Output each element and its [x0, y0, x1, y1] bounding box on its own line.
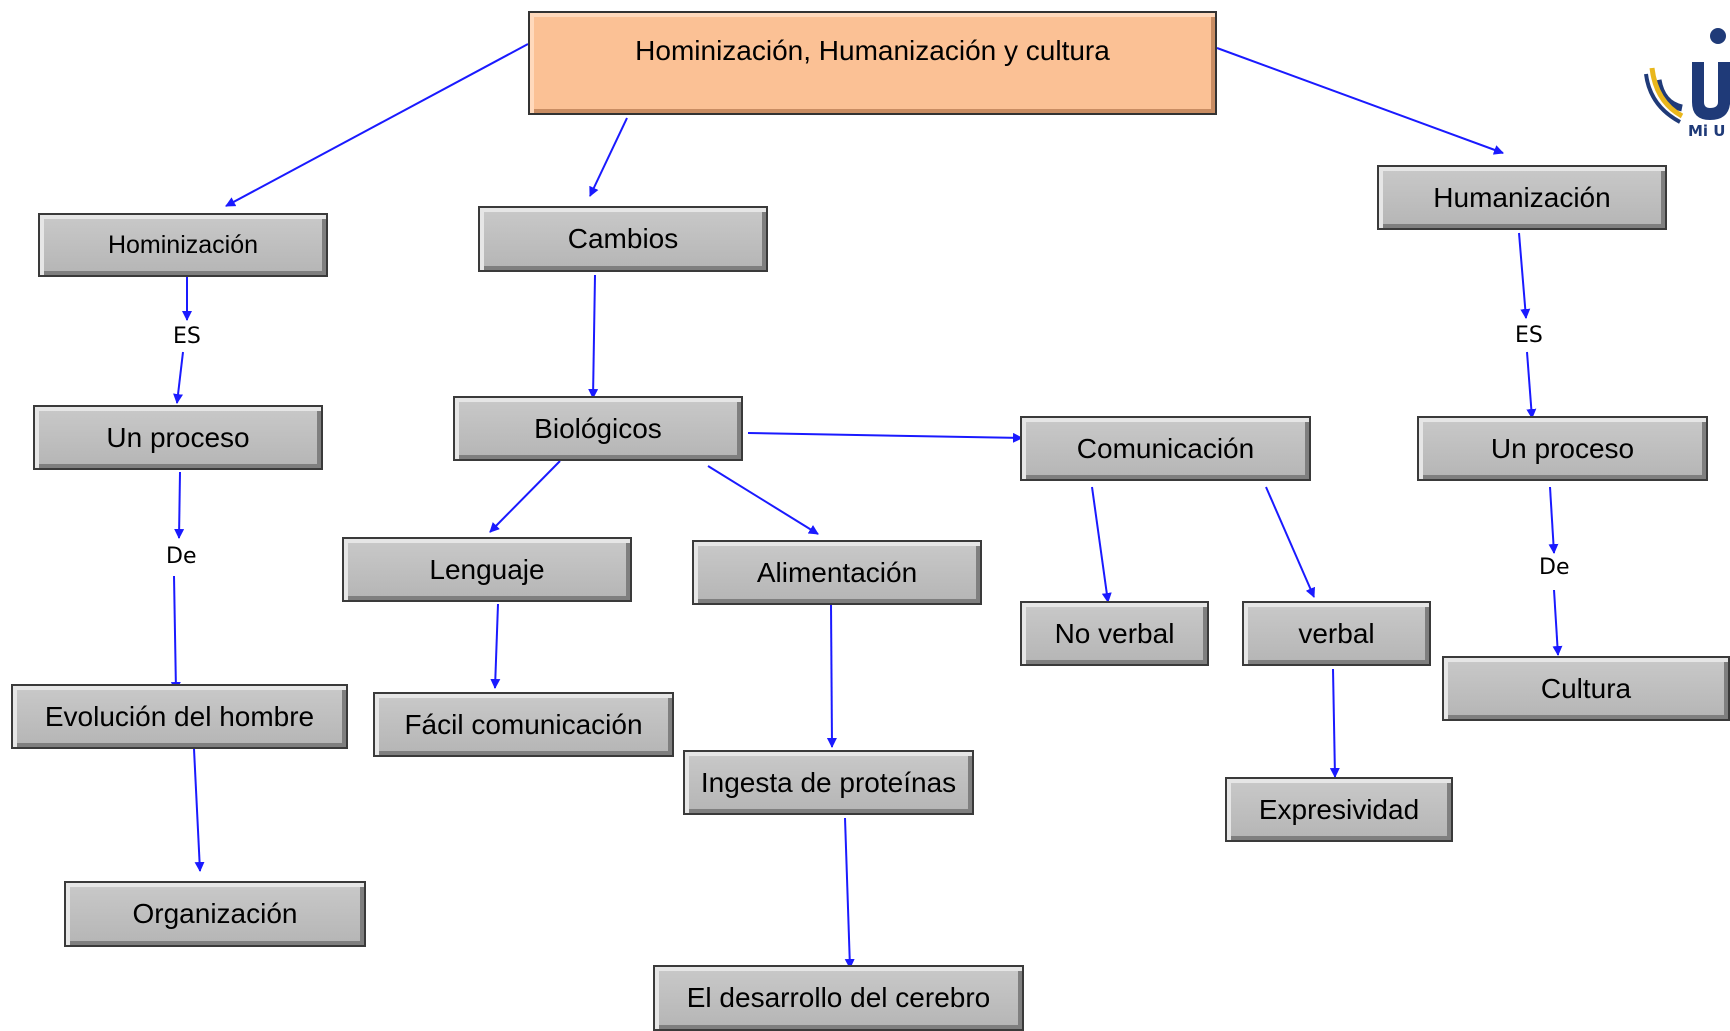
- connector-es-right: ES: [1513, 323, 1545, 348]
- arrow-biologicos-to-lenguaje: [489, 460, 561, 533]
- node-lenguaje-label: Lenguaje: [429, 553, 545, 585]
- arrow-lenguaje-to-facil: [490, 603, 501, 689]
- node-no-verbal-label: No verbal: [1054, 617, 1175, 649]
- node-biologicos: Biológicos: [453, 396, 743, 461]
- arrow-es-to-proceso-right: [1526, 351, 1537, 419]
- arrow-title-to-humanizacion: [1216, 47, 1504, 155]
- node-hominizacion-label: Hominización: [107, 230, 259, 259]
- arrow-comunicacion-to-verbal: [1265, 486, 1315, 598]
- node-cambios: Cambios: [478, 206, 768, 272]
- node-cerebro: El desarrollo del cerebro: [653, 965, 1024, 1031]
- node-ingesta: Ingesta de proteínas: [683, 750, 974, 815]
- node-no-verbal: No verbal: [1020, 601, 1209, 666]
- node-organizacion: Organización: [64, 881, 366, 947]
- node-expresividad: Expresividad: [1225, 777, 1453, 842]
- connector-es-left: ES: [171, 324, 203, 349]
- node-hominizacion: Hominización: [38, 213, 328, 277]
- node-expresividad-label: Expresividad: [1258, 793, 1420, 825]
- arrow-verbal-to-expresividad: [1329, 668, 1340, 778]
- arrow-proceso-right-to-de: [1548, 486, 1559, 554]
- logo-icon: [1644, 28, 1730, 124]
- node-lenguaje: Lenguaje: [342, 537, 632, 602]
- diagram-title-node: Hominización, Humanización y cultura: [528, 11, 1217, 115]
- connector-de-left: De: [164, 544, 199, 569]
- node-humanizacion-label: Humanización: [1433, 181, 1611, 213]
- node-un-proceso-right-label: Un proceso: [1490, 432, 1635, 464]
- arrow-alimentacion-to-ingesta: [826, 603, 837, 748]
- node-facil-comunicacion: Fácil comunicación: [373, 692, 674, 757]
- node-verbal: verbal: [1242, 601, 1431, 666]
- node-biologicos-label: Biológicos: [534, 412, 662, 444]
- diagram-title: Hominización, Humanización y cultura: [635, 35, 1110, 66]
- arrow-title-to-cambios: [589, 117, 628, 197]
- node-alimentacion: Alimentación: [692, 540, 982, 605]
- arrow-de-to-cultura: [1552, 589, 1563, 656]
- node-comunicacion: Comunicación: [1020, 416, 1311, 481]
- node-evolucion-label: Evolución del hombre: [44, 700, 315, 732]
- node-alimentacion-label: Alimentación: [756, 556, 918, 588]
- university-logo: Mi U: [1630, 22, 1730, 142]
- node-cultura: Cultura: [1442, 656, 1730, 721]
- arrow-biologicos-to-alimentacion: [707, 465, 819, 535]
- arrow-de-to-evolucion: [170, 575, 181, 692]
- node-cerebro-label: El desarrollo del cerebro: [686, 982, 991, 1013]
- node-cambios-label: Cambios: [567, 223, 679, 254]
- logo-text: Mi U: [1688, 122, 1726, 140]
- arrow-ingesta-to-cerebro: [844, 817, 855, 969]
- arrow-evolucion-to-organizacion: [193, 748, 205, 872]
- node-un-proceso-right: Un proceso: [1417, 416, 1708, 481]
- node-un-proceso-left-label: Un proceso: [106, 421, 250, 453]
- arrow-proceso-left-to-de: [174, 471, 185, 539]
- node-verbal-label: verbal: [1298, 617, 1375, 649]
- arrow-biologicos-to-comunicacion: [747, 432, 1023, 443]
- node-ingesta-label: Ingesta de proteínas: [700, 766, 957, 798]
- node-comunicacion-label: Comunicación: [1076, 432, 1255, 464]
- node-cultura-label: Cultura: [1540, 672, 1632, 704]
- connector-de-right: De: [1537, 555, 1572, 580]
- arrow-es-to-proceso-left: [173, 351, 184, 404]
- node-facil-comunicacion-label: Fácil comunicación: [404, 708, 643, 740]
- node-un-proceso-left: Un proceso: [33, 405, 323, 470]
- node-humanizacion: Humanización: [1377, 165, 1667, 230]
- arrow-cambios-to-biologicos: [588, 274, 599, 399]
- arrow-humanizacion-to-es: [1518, 232, 1531, 319]
- node-evolucion: Evolución del hombre: [11, 684, 348, 749]
- arrow-title-to-hominizacion: [225, 43, 529, 207]
- arrow-comunicacion-to-noverbal: [1091, 486, 1112, 603]
- node-organizacion-label: Organización: [132, 898, 298, 929]
